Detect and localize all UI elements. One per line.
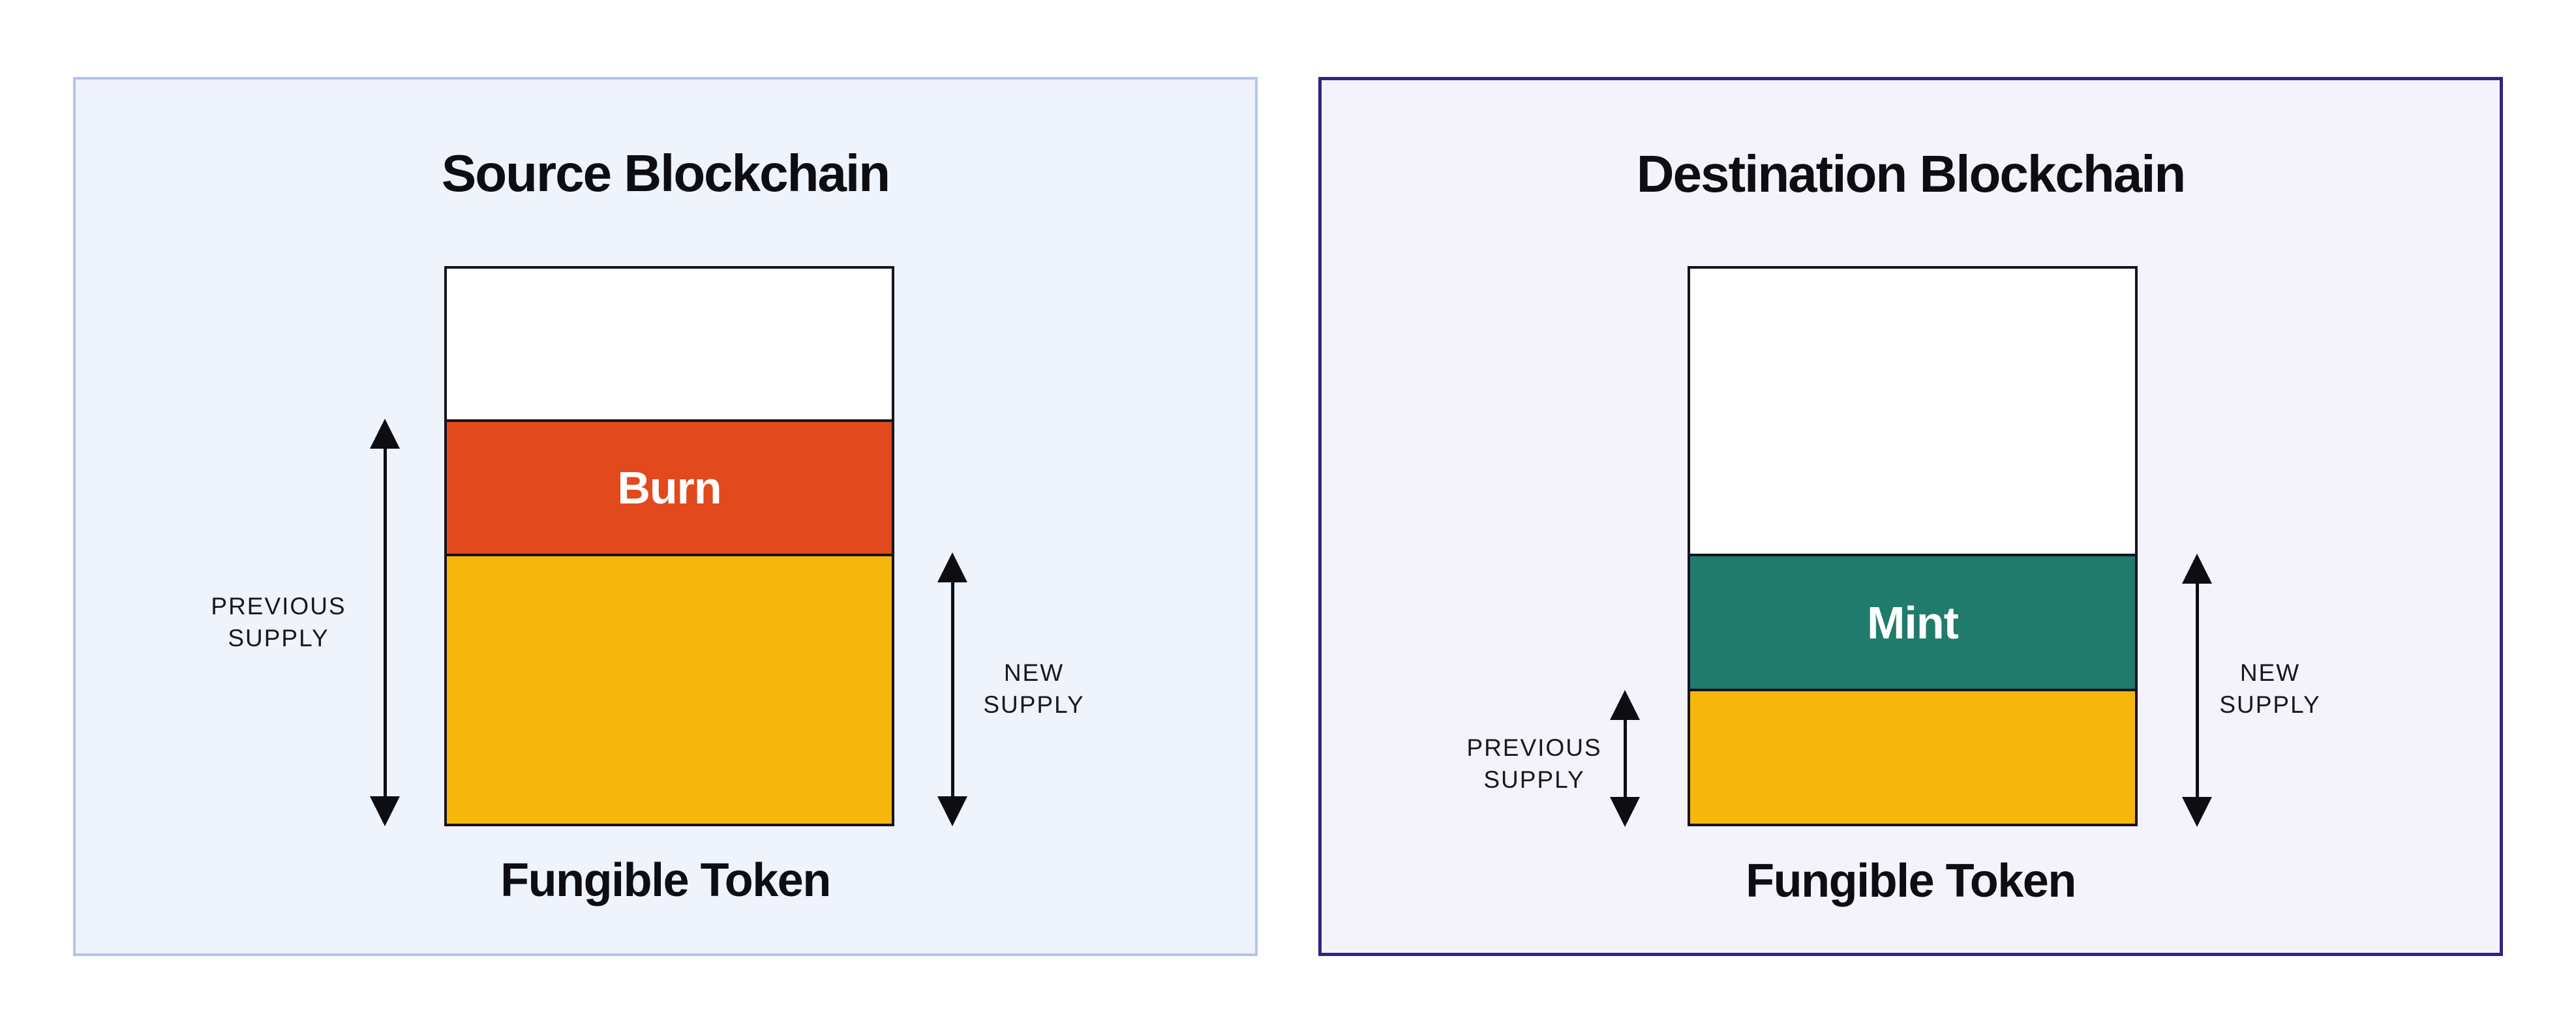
source-fungible-token-caption: Fungible Token bbox=[500, 854, 831, 906]
arrow-shaft bbox=[950, 577, 954, 801]
arrowhead-down-icon bbox=[937, 796, 967, 826]
destination-panel-title: Destination Blockchain bbox=[1636, 145, 2187, 203]
burn-segment: Burn bbox=[447, 419, 892, 554]
source-previous-supply-label: PREVIOUS SUPPLY bbox=[211, 590, 346, 654]
destination-fungible-token-caption: Fungible Token bbox=[1746, 855, 2076, 907]
label-line: PREVIOUS bbox=[211, 593, 346, 620]
source-blockchain-panel: Source Blockchain Burn PREVIOUS SUPPLY bbox=[73, 77, 1258, 956]
destination-previous-supply-segment bbox=[1690, 689, 2135, 824]
destination-new-supply-label: NEW SUPPLY bbox=[2219, 657, 2320, 721]
source-panel-title: Source Blockchain bbox=[441, 144, 890, 202]
destination-new-supply-arrow-icon bbox=[2182, 554, 2212, 827]
source-new-supply-label: NEW SUPPLY bbox=[983, 657, 1084, 721]
source-previous-supply-arrow-icon bbox=[370, 419, 400, 826]
destination-blockchain-panel: Destination Blockchain Mint PREVIOUS SUP… bbox=[1318, 77, 2503, 956]
destination-token-supply-bar: Mint bbox=[1688, 266, 2138, 826]
arrow-shaft bbox=[383, 443, 387, 801]
source-token-supply-bar: Burn bbox=[444, 266, 894, 826]
label-line: SUPPLY bbox=[983, 691, 1085, 718]
label-line: NEW bbox=[2239, 659, 2301, 686]
label-line: SUPPLY bbox=[2219, 691, 2321, 718]
label-line: SUPPLY bbox=[228, 625, 329, 651]
label-line: PREVIOUS bbox=[1466, 734, 1602, 761]
burn-segment-label: Burn bbox=[617, 462, 721, 513]
arrowhead-down-icon bbox=[2182, 797, 2212, 827]
mint-segment-label: Mint bbox=[1867, 597, 1959, 648]
source-headroom-segment bbox=[447, 269, 892, 420]
label-line: SUPPLY bbox=[1483, 766, 1585, 793]
destination-previous-supply-arrow-icon bbox=[1610, 690, 1640, 827]
source-new-supply-arrow-icon bbox=[937, 552, 967, 826]
arrow-shaft bbox=[2195, 578, 2199, 802]
destination-headroom-segment bbox=[1690, 269, 2135, 554]
source-remaining-supply-segment bbox=[447, 553, 892, 824]
arrow-shaft bbox=[1623, 715, 1627, 802]
mint-segment: Mint bbox=[1690, 554, 2135, 689]
destination-previous-supply-label: PREVIOUS SUPPLY bbox=[1466, 732, 1601, 796]
arrowhead-down-icon bbox=[1610, 797, 1640, 827]
arrowhead-down-icon bbox=[370, 796, 400, 826]
label-line: NEW bbox=[1003, 659, 1065, 686]
